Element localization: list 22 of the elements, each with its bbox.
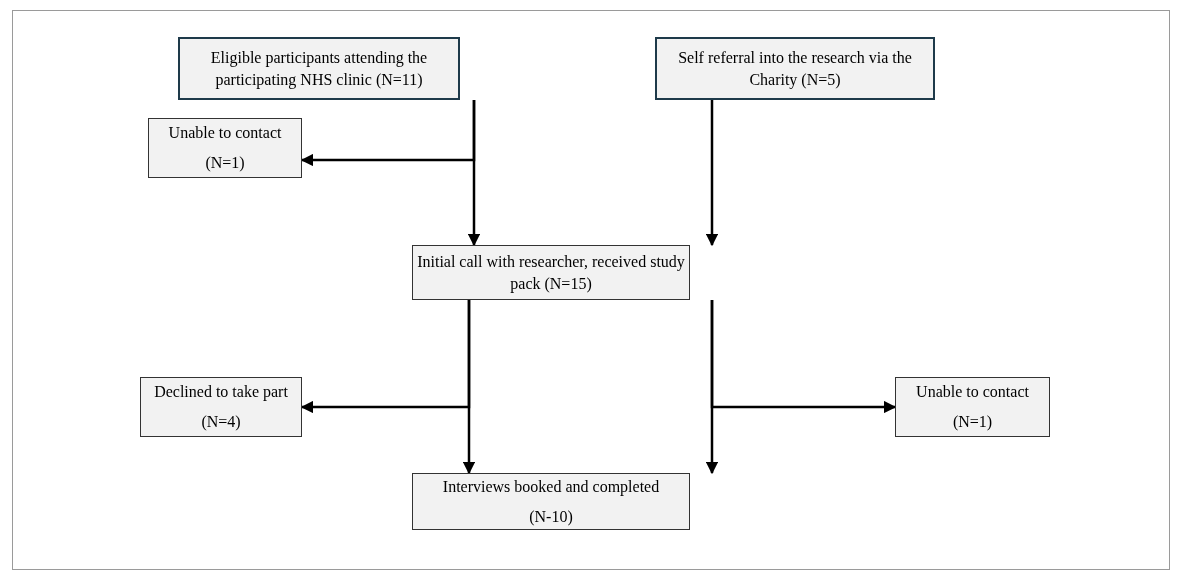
box-text: Interviews booked and completed xyxy=(442,476,660,498)
arrow xyxy=(705,100,719,247)
box-text: Self referral into the research via the Charity (N=5) xyxy=(677,47,913,91)
process-box xyxy=(148,118,302,178)
process-box xyxy=(655,37,935,100)
box-text: Eligible participants attending the participating NHS clinic (N=11) xyxy=(209,47,429,91)
arrow xyxy=(710,300,897,414)
process-box xyxy=(412,245,690,300)
process-box xyxy=(412,473,690,530)
box-text: Declined to take part xyxy=(154,382,288,403)
arrow xyxy=(300,300,471,414)
process-box xyxy=(895,377,1050,437)
box-text: (N-10) xyxy=(529,506,573,528)
process-box xyxy=(140,377,302,437)
arrow xyxy=(300,100,476,167)
box-text: (N=1) xyxy=(952,412,993,433)
box-text: (N=1) xyxy=(205,153,245,173)
box-text: Unable to contact xyxy=(916,382,1029,403)
box-text: (N=4) xyxy=(201,412,241,432)
box-text: Initial call with researcher, received study pack (N=15) xyxy=(417,251,685,295)
process-box xyxy=(178,37,460,100)
box-text: Unable to contact xyxy=(168,123,282,144)
